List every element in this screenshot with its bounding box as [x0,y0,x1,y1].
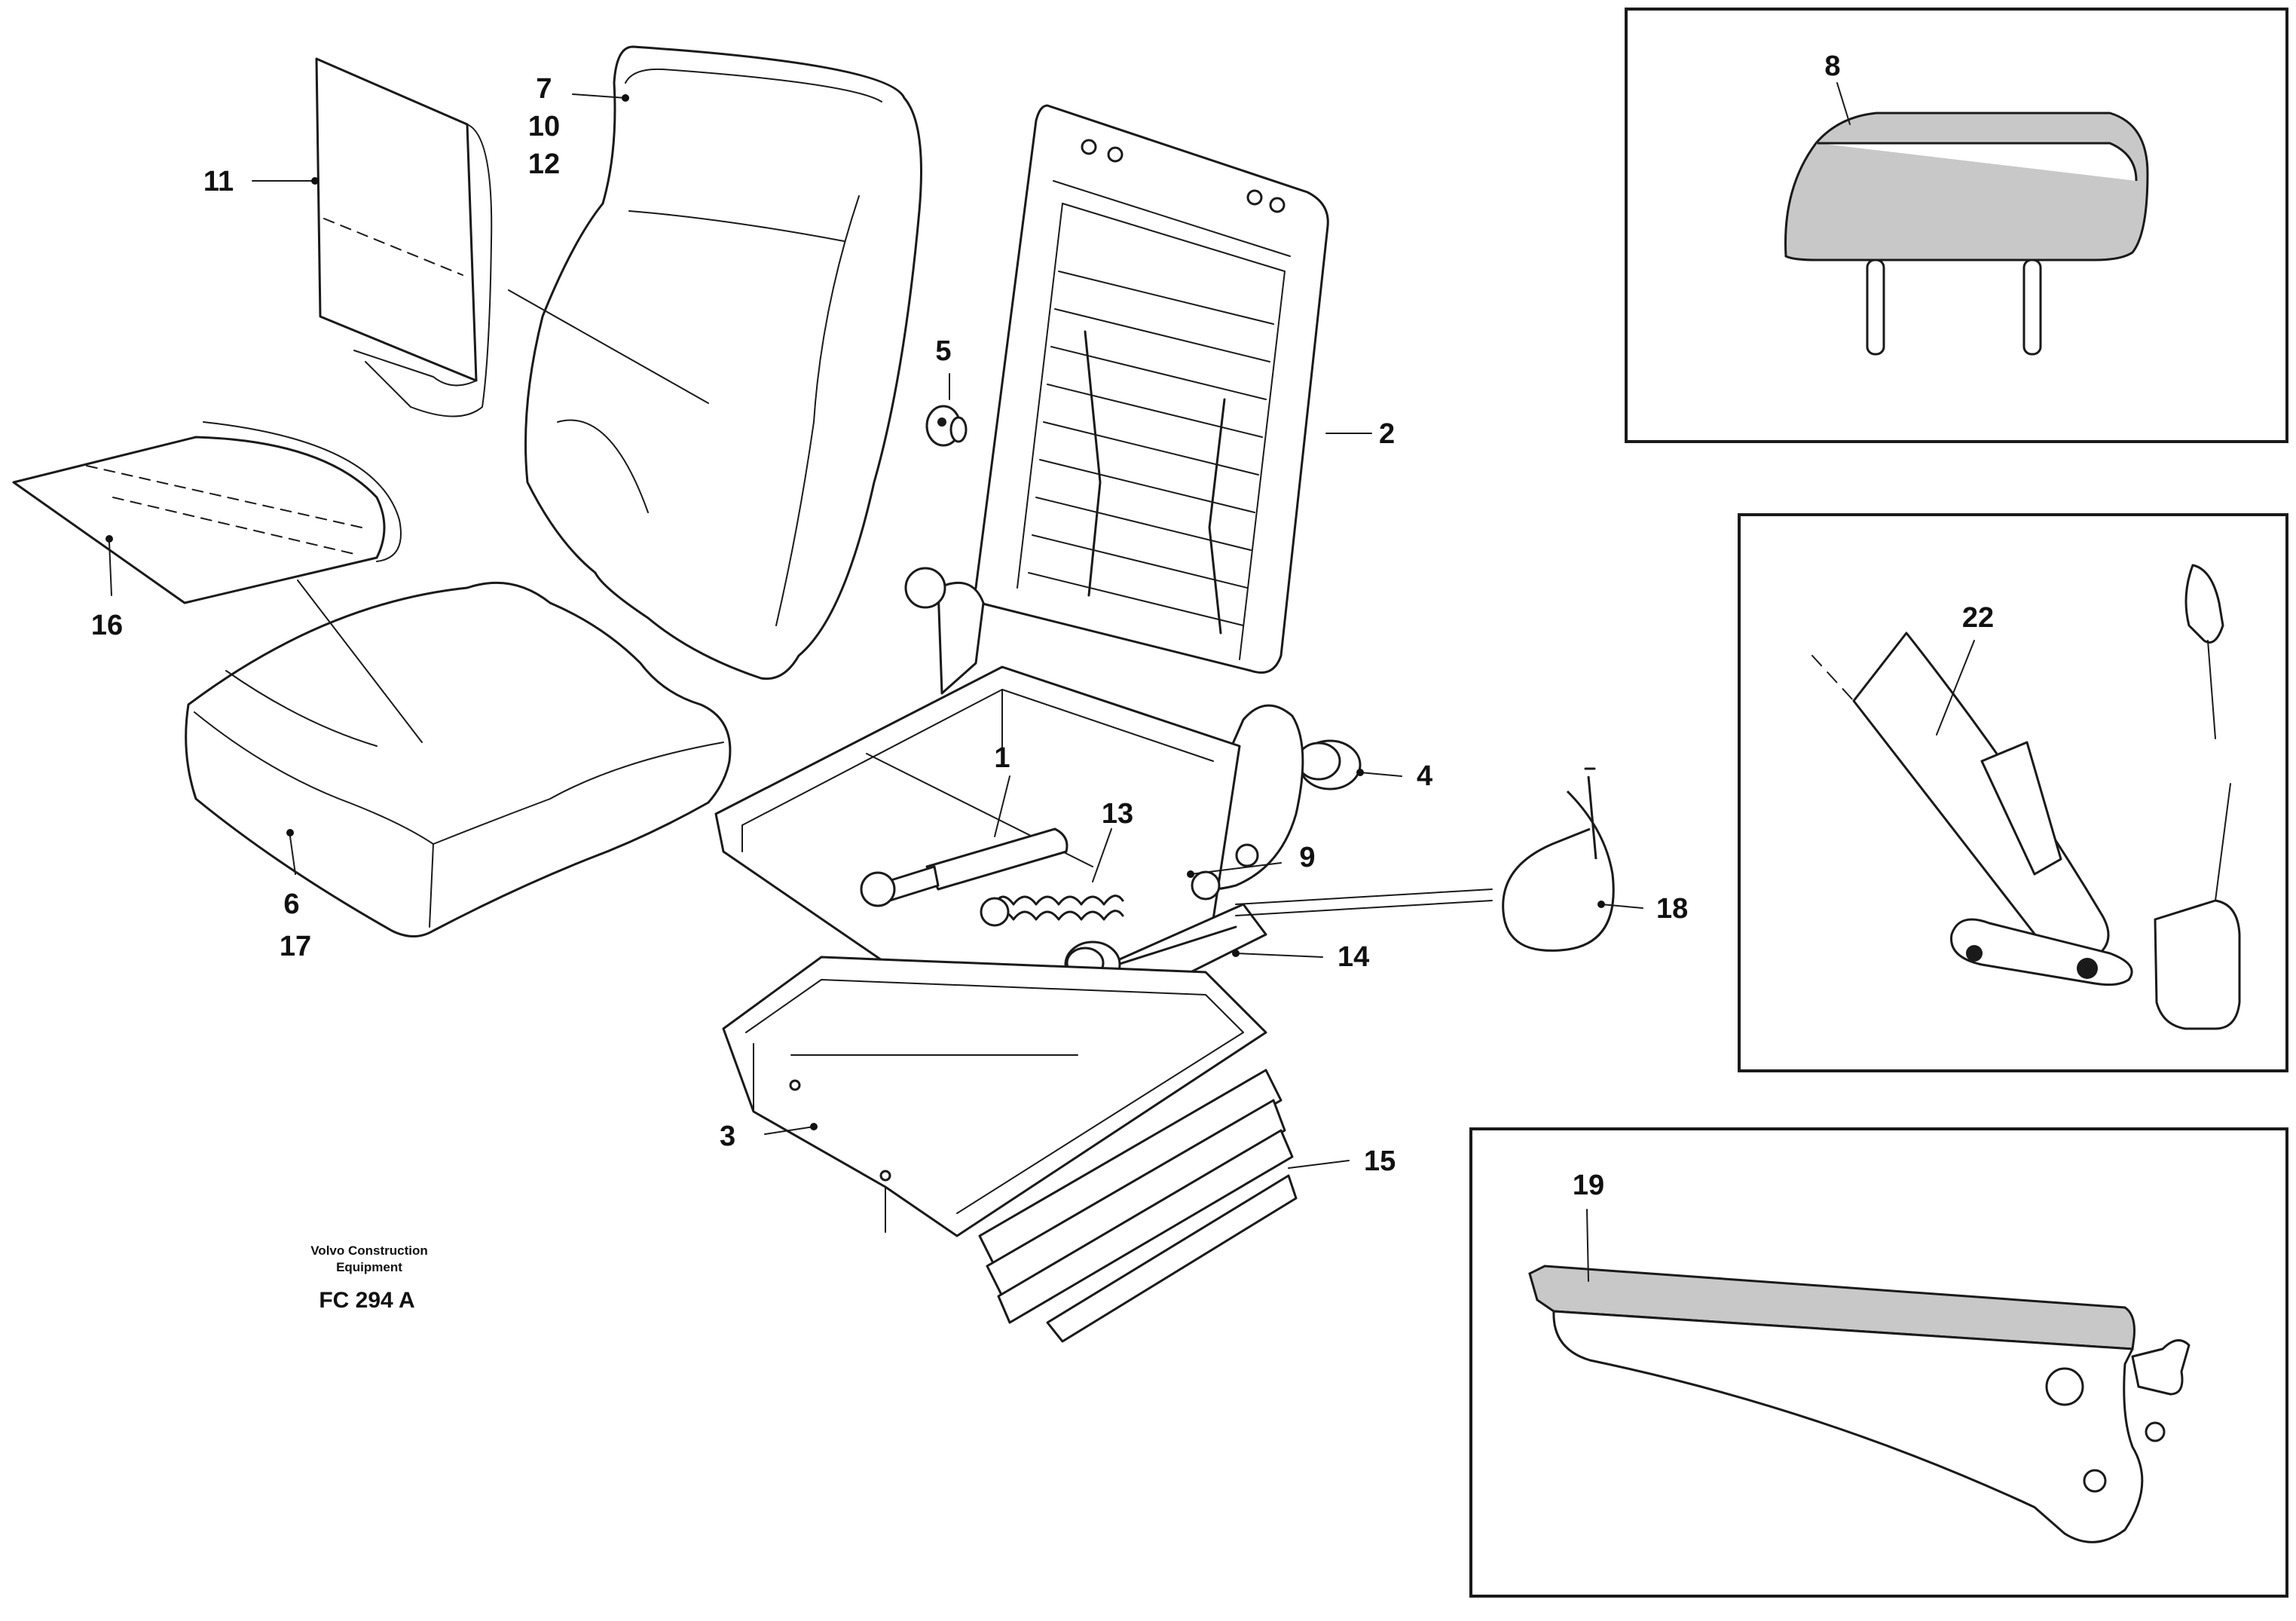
callout-18: 18 [1656,893,1688,925]
seat-pan-and-brackets [714,567,1304,1034]
part-3-base-frame [722,956,1267,1237]
callout-11: 11 [203,166,234,197]
figure-code: FC 294 A [319,1288,414,1313]
leader-lines [105,82,1975,1282]
callout-19: 19 [1573,1170,1604,1201]
callout-3: 3 [720,1121,735,1152]
callout-labels: 1 2 3 4 5 6 17 7 10 12 8 9 11 13 14 15 1… [91,50,1994,1201]
part-8-headrest [1784,112,2149,356]
part-18-cable-tie [1502,767,1615,952]
part-7-backrest-cushion [524,45,922,681]
part-6-seat-cushion [185,581,732,937]
callout-4: 4 [1417,760,1432,792]
callout-7: 7 [536,73,552,105]
callout-5: 5 [935,335,951,367]
callout-6: 6 [283,888,299,920]
part-4-adjustment-knob [1280,739,1362,791]
callout-9: 9 [1299,842,1315,873]
inset-frame-seatbelt [1738,513,2288,1072]
callout-15: 15 [1364,1145,1396,1177]
part-15-bellows-rail [978,1069,1298,1343]
part-5-small-knob [925,405,968,447]
inset-frame-armrest [1469,1127,2288,1598]
part-11-back-cover-panel [315,57,493,417]
callout-10: 10 [528,111,560,142]
part-19-armrest [1528,1265,2191,1543]
callout-12: 12 [528,148,560,180]
caption-equipment: Equipment [336,1260,402,1274]
part-2-backrest-frame [973,104,1329,674]
callout-2: 2 [1379,418,1395,450]
callout-13: 13 [1102,798,1133,830]
part-16-seat-cover-panel [12,421,402,604]
callout-14: 14 [1338,941,1369,973]
backrest-spring-wires [1028,271,1274,635]
callout-8: 8 [1824,50,1840,82]
callout-16: 16 [91,610,123,641]
part-13-spring-damper [980,895,1124,927]
drawing-caption: Volvo Construction Equipment FC 294 A [310,1243,428,1313]
callout-1: 1 [994,742,1010,774]
caption-company: Volvo Construction [310,1243,428,1258]
callout-17: 17 [280,931,311,962]
inset-frame-headrest [1625,8,2288,443]
callout-22: 22 [1962,602,1994,634]
part-1-gas-damper [860,827,1069,907]
part-22-seat-belt [1811,564,2241,1030]
